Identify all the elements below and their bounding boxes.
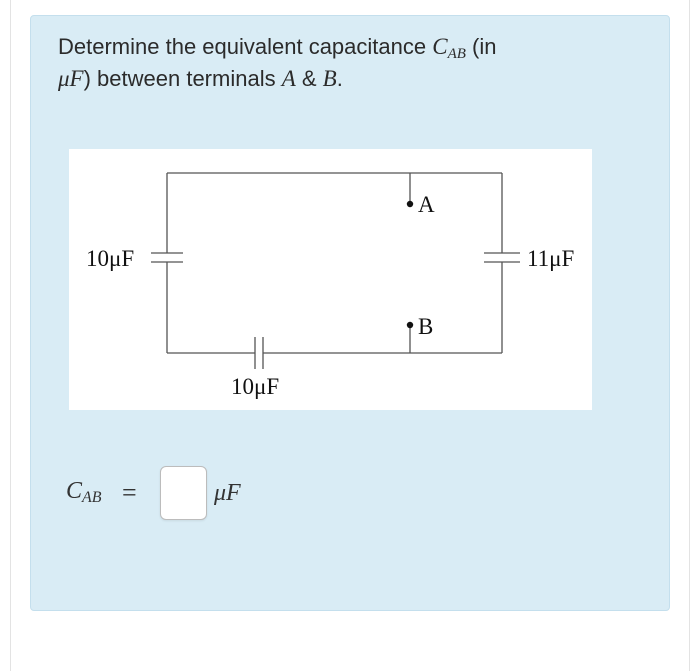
bottom-capacitor-label: 10μF: [231, 374, 279, 399]
cab-symbol: CAB: [432, 34, 466, 62]
circuit-diagram: A B 10μF 11μF 10μF: [86, 172, 574, 399]
answer-unit: μF: [214, 480, 241, 506]
answer-lhs: CAB: [66, 478, 102, 506]
terminal-b-label: B: [418, 314, 433, 339]
left-capacitor-label: 10μF: [86, 246, 134, 271]
unit-symbol: μF: [58, 66, 84, 91]
equals-sign: =: [122, 478, 137, 507]
terminal-b-dot: [406, 321, 414, 329]
question-middle-1: (in: [465, 34, 497, 59]
terminal-a-symbol: A: [281, 66, 296, 91]
question-amp: &: [295, 66, 323, 91]
right-capacitor-label: 11μF: [527, 246, 574, 271]
terminal-a-label: A: [418, 192, 435, 217]
question-suffix: .: [336, 66, 343, 91]
question-prefix: Determine the equivalent capacitance: [58, 34, 433, 59]
circuit-figure: A B 10μF 11μF 10μF: [69, 149, 592, 410]
question-text: Determine the equivalent capacitance CAB…: [58, 31, 618, 95]
answer-input[interactable]: [160, 466, 207, 520]
page-frame: [10, 0, 690, 671]
terminal-b-symbol: B: [322, 66, 337, 91]
terminal-a-dot: [406, 200, 414, 208]
question-middle-2: ) between terminals: [83, 66, 282, 91]
answer-row: CAB = μF: [66, 466, 366, 522]
